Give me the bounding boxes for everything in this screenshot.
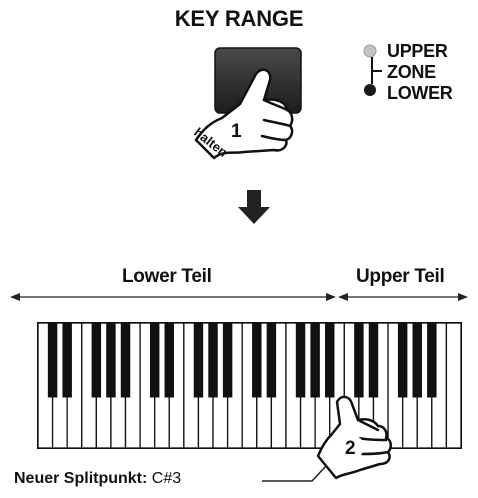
keyboard — [37, 322, 462, 449]
split-point-label: Neuer Splitpunkt: — [14, 470, 148, 487]
upper-led-icon — [363, 44, 377, 58]
lower-range-arrow — [10, 293, 336, 301]
black-key[interactable] — [222, 322, 233, 398]
black-key[interactable] — [266, 322, 277, 398]
black-key[interactable] — [149, 322, 160, 398]
black-key[interactable] — [193, 322, 204, 398]
black-key[interactable] — [354, 322, 364, 398]
black-key[interactable] — [106, 322, 116, 398]
black-key[interactable] — [295, 322, 306, 398]
upper-part-label: Upper Teil — [356, 266, 445, 287]
zone-indicator — [363, 44, 382, 96]
black-key[interactable] — [412, 322, 422, 398]
pressing-hand-icon — [194, 68, 294, 160]
upper-range-arrow — [338, 293, 468, 301]
split-point-pointer — [262, 465, 327, 482]
black-key[interactable] — [62, 322, 72, 398]
lower-zone-label: LOWER — [387, 83, 453, 103]
black-key[interactable] — [91, 322, 102, 398]
black-key[interactable] — [120, 322, 131, 398]
black-key[interactable] — [324, 322, 335, 398]
black-key[interactable] — [47, 322, 58, 398]
down-arrow-icon — [238, 190, 270, 224]
step-1-number: 1 — [231, 121, 242, 142]
zone-bracket-icon — [371, 57, 382, 84]
upper-zone-label: UPPER — [387, 41, 448, 61]
lower-led-icon — [364, 84, 376, 96]
key-range-title: KEY RANGE — [174, 6, 304, 31]
black-key[interactable] — [368, 322, 379, 398]
black-key[interactable] — [310, 322, 320, 398]
white-key[interactable] — [445, 322, 462, 449]
split-point-note: Neuer Splitpunkt: C#3 — [14, 470, 181, 488]
step-2-number: 2 — [345, 438, 356, 459]
black-key[interactable] — [397, 322, 408, 398]
black-key[interactable] — [164, 322, 175, 398]
black-key[interactable] — [208, 322, 218, 398]
zone-label: ZONE — [387, 62, 436, 82]
lower-part-label: Lower Teil — [122, 266, 212, 287]
split-point-value: C#3 — [151, 470, 182, 487]
black-key[interactable] — [427, 322, 437, 398]
black-key[interactable] — [252, 322, 262, 398]
